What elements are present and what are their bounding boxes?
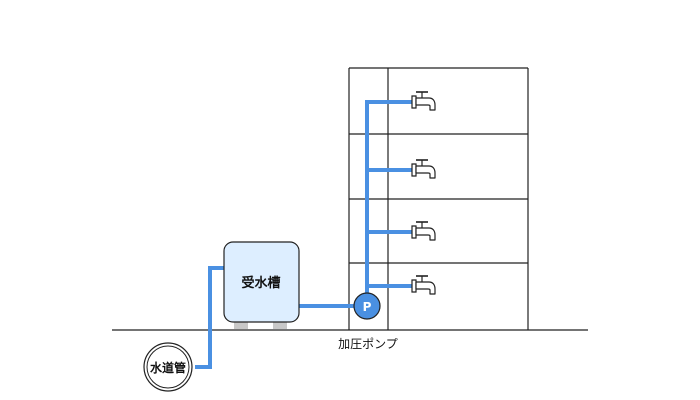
faucet-icon — [411, 159, 436, 179]
riser-pipe — [365, 100, 412, 293]
faucet-icon — [411, 91, 436, 111]
tank-foot — [273, 322, 287, 329]
faucet-icon — [411, 275, 436, 295]
pump-label: 加圧ポンプ — [338, 337, 398, 351]
pump-symbol: P — [363, 300, 372, 314]
water-main-inner — [146, 345, 190, 389]
water-tank — [223, 241, 300, 323]
pump-circle — [353, 292, 381, 320]
pipe-network — [195, 100, 412, 369]
tank-label: 受水槽 — [241, 275, 280, 291]
water-main-label: 水道管 — [150, 360, 186, 375]
water-main-icon — [143, 342, 193, 392]
supply-pipe — [195, 266, 226, 369]
pump-icon: P — [353, 292, 381, 320]
faucet-icon — [411, 221, 436, 241]
building — [348, 67, 529, 330]
faucets — [411, 91, 436, 295]
water-main-outer — [143, 342, 193, 392]
tank-foot — [234, 322, 248, 329]
water-tank-icon — [223, 241, 300, 329]
